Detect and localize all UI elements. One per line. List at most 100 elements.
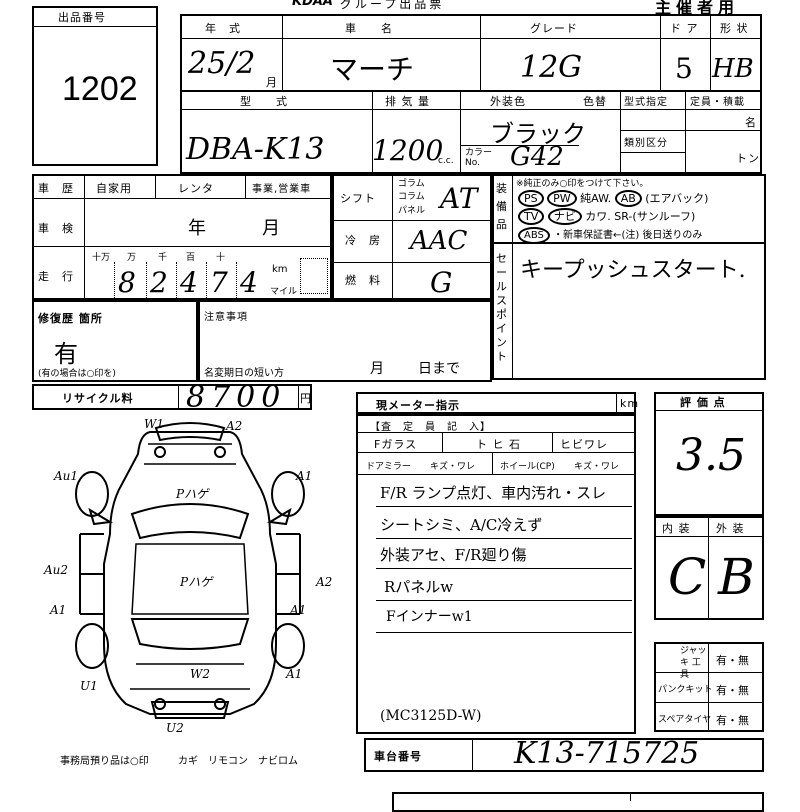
mileage-km-unit: km xyxy=(272,264,288,275)
sales-point-label: セールスポイント xyxy=(496,252,507,363)
mileage-digit: 4 xyxy=(180,266,198,299)
fuel-value: G xyxy=(430,266,453,299)
jack-options[interactable]: 有・無 xyxy=(716,654,749,667)
cc-unit: c.c. xyxy=(438,156,454,166)
meter-unit: km xyxy=(620,397,640,410)
model-designation-header: 型式指定 xyxy=(624,97,668,108)
mileage-unit-10: 十 xyxy=(216,253,226,263)
fglass-options: ト ヒ 石 xyxy=(476,438,521,451)
history-mileage-section xyxy=(32,174,332,300)
vehicle-info-grid xyxy=(180,14,762,174)
lot-number-label: 出品番号 xyxy=(58,11,106,24)
puncture-kit-label: パンクキット xyxy=(658,685,713,695)
history-label: 車 歴 xyxy=(38,182,74,195)
mileage-digit: 4 xyxy=(240,266,258,299)
mileage-check-box[interactable] xyxy=(300,258,328,294)
fglass-label: Fガラス xyxy=(374,438,418,451)
year-month-unit: 月 xyxy=(266,76,278,89)
spare-tire-label: スペアタイヤ xyxy=(658,715,712,725)
history-business: 事業,営業車 xyxy=(252,184,312,195)
airbag-note: (エアバック) xyxy=(645,192,709,205)
repair-section xyxy=(32,300,198,382)
tv-option[interactable]: TV xyxy=(518,208,545,225)
recycle-unit: 円 xyxy=(300,392,312,405)
chassis-number-value: K13-715725 xyxy=(514,736,700,771)
equipment-row-1: PS PW 純AW. AB (エアバック) xyxy=(518,190,708,207)
drivetrain-section xyxy=(332,174,492,300)
interior-value: C xyxy=(668,548,707,606)
fuel-label: 燃 料 xyxy=(345,274,381,287)
model-code-note: (MC3125D-W) xyxy=(380,708,482,724)
grade-header: グレード xyxy=(530,22,578,35)
damage-mark: A1 xyxy=(295,469,312,483)
ps-option[interactable]: PS xyxy=(518,190,544,207)
body-type-value: HB xyxy=(712,54,754,84)
airbag-option[interactable]: AB xyxy=(614,190,642,207)
score-label: 評 価 点 xyxy=(680,396,726,409)
shift-label: シフト xyxy=(340,192,376,205)
exterior-label: 外 装 xyxy=(716,522,745,535)
shift-opt-column: コラム xyxy=(398,192,425,202)
score-box xyxy=(654,392,764,516)
aircon-label: 冷 房 xyxy=(345,234,381,247)
displacement-header: 排 気 量 xyxy=(385,95,430,108)
model-value: DBA-K13 xyxy=(186,132,325,167)
history-private: 自家用 xyxy=(96,182,132,195)
leather-option[interactable]: カワ. xyxy=(585,210,611,223)
exterior-value: B xyxy=(718,548,755,606)
equipment-label: 装備品 xyxy=(496,182,507,231)
wheel-label: ホイール(CP) xyxy=(500,462,555,472)
alloy-wheel-option[interactable]: 純AW. xyxy=(580,192,612,205)
rename-label: 名変期日の短い方 xyxy=(204,368,284,379)
doors-header: ド ア xyxy=(670,22,699,35)
inspection-label: 車 検 xyxy=(38,222,74,235)
auction-logo: KDAA xyxy=(292,0,333,9)
damage-mark: W2 xyxy=(190,667,210,681)
inspector-note-4: Rパネルw xyxy=(384,578,454,596)
pw-option[interactable]: PW xyxy=(547,190,577,207)
damage-mark: A2 xyxy=(225,419,242,433)
repair-note: (有の場合は○印を) xyxy=(38,369,116,379)
capacity-header: 定員・積載 xyxy=(690,97,745,108)
damage-mark: Au2 xyxy=(43,563,68,577)
history-rental: レンタ xyxy=(178,182,214,195)
inspection-year: 年 xyxy=(188,218,206,239)
mileage-unit-100k: 十万 xyxy=(92,253,111,263)
mileage-digit: 7 xyxy=(210,266,228,299)
navi-option[interactable]: ナビ xyxy=(547,208,582,225)
sunroof-option[interactable]: SR-(サンルーフ) xyxy=(614,210,696,223)
car-name-value: マーチ xyxy=(330,53,415,86)
color-change-header: 色替 xyxy=(583,95,607,108)
shift-opt-panel: パネル xyxy=(398,206,426,216)
mileage-digit: 8 xyxy=(118,266,136,299)
shift-opt-floor: ゴラム xyxy=(398,179,425,189)
puncture-kit-options[interactable]: 有・無 xyxy=(716,684,749,697)
form-title: グループ出品票 xyxy=(340,0,445,11)
damage-mark: Au1 xyxy=(53,469,78,483)
lot-number-box xyxy=(32,6,158,166)
damage-mark: A2 xyxy=(315,575,332,589)
car-name-header: 車 名 xyxy=(345,22,393,35)
mirror-options: キズ・ワレ xyxy=(430,462,476,472)
doors-value: 5 xyxy=(675,52,693,85)
year-header: 年 式 xyxy=(205,22,241,35)
interior-label: 内 装 xyxy=(662,522,691,535)
meter-box xyxy=(356,392,636,414)
recycle-label: リサイクル料 xyxy=(62,392,134,405)
repair-value: 有 xyxy=(54,340,78,368)
damage-mark: W1 xyxy=(144,417,164,431)
warranty-option[interactable]: ・新車保証書←(注) 後日送りのみ xyxy=(553,230,703,241)
ext-color-value: ブラック xyxy=(490,120,586,148)
damage-mark: A1 xyxy=(285,667,302,681)
damage-mark: U2 xyxy=(166,721,184,734)
vehicle-damage-diagram: W1 A2 Au1 A1 Pハゲ Pハゲ Au2 A2 A1 A1 U1 W2 … xyxy=(43,417,332,734)
spare-tire-options[interactable]: 有・無 xyxy=(716,714,749,727)
mileage-digit: 2 xyxy=(150,266,168,299)
category-label: 類別区分 xyxy=(624,138,668,149)
mileage-label: 走 行 xyxy=(38,270,74,283)
notes-label: 注意事項 xyxy=(204,312,248,323)
accessories-box xyxy=(654,642,764,732)
displacement-value: 1200 xyxy=(372,134,444,167)
inspector-note-2: シートシミ、A/C冷えず xyxy=(380,516,543,534)
aircon-value: AAC xyxy=(410,226,468,256)
